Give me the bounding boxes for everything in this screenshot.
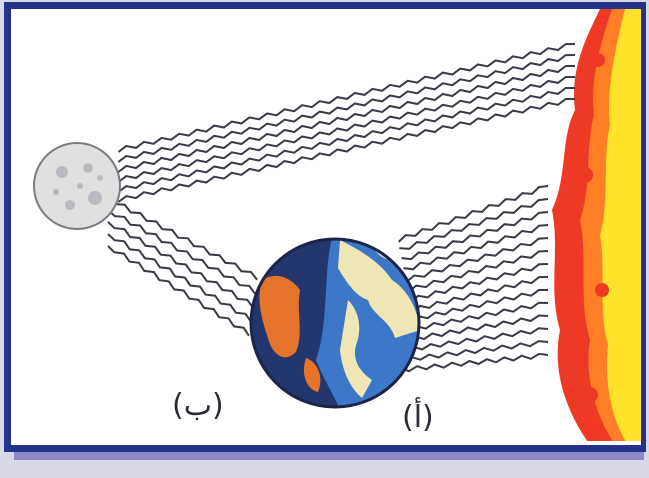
moon-icon: [34, 143, 120, 229]
label-earth-left-half: (ب): [172, 388, 224, 423]
label-earth-right-half: (أ): [402, 400, 434, 435]
